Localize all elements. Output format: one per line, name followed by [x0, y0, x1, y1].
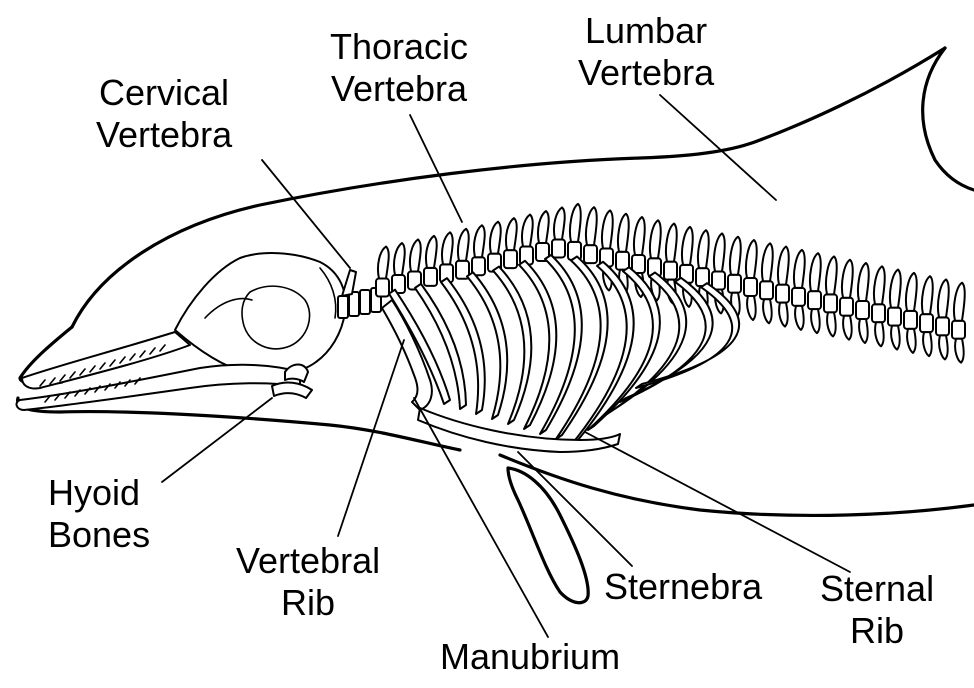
lumbar-leader: [660, 95, 776, 200]
vertebra: [440, 232, 453, 282]
vertebra: [584, 207, 597, 263]
hyoid-label-line2: Bones: [48, 514, 150, 556]
vertebral-rib-leader: [338, 340, 404, 536]
vertebra: [888, 270, 901, 350]
vertebra: [744, 240, 757, 320]
hyoid-label-line1: Hyoid: [48, 472, 150, 514]
sternal-rib-label: Sternal Rib: [820, 568, 934, 652]
thoracic-vertebra-label: Thoracic Vertebra: [330, 26, 468, 110]
sternal-rib-label-line2: Rib: [820, 610, 934, 652]
sternal-rib-leader: [585, 432, 850, 572]
lumbar-label-line1: Lumbar: [578, 10, 714, 52]
vertebra: [472, 225, 485, 275]
vertebral-rib-label-line1: Vertebral: [236, 540, 380, 582]
spine: [376, 204, 965, 363]
vertebra: [840, 260, 853, 340]
vertebra: [824, 256, 837, 336]
vertebra: [776, 247, 789, 327]
cervical-vertebra-label: Cervical Vertebra: [96, 72, 232, 156]
vertebra: [520, 215, 533, 265]
vertebral-rib-label-line2: Rib: [236, 582, 380, 624]
vertebra: [408, 239, 421, 289]
manubrium-label: Manubrium: [440, 636, 620, 678]
lumbar-vertebra-label: Lumbar Vertebra: [578, 10, 714, 94]
thoracic-label-line1: Thoracic: [330, 26, 468, 68]
vertebra: [536, 211, 549, 261]
vertebra: [760, 243, 773, 323]
cranium: [175, 253, 346, 375]
vertebra: [392, 243, 405, 293]
vertebra: [856, 263, 869, 343]
hyoid-leader: [162, 398, 272, 482]
vertebra: [872, 266, 885, 346]
vertebra: [808, 253, 821, 333]
vertebra: [488, 222, 501, 272]
hyoid-bones-label: Hyoid Bones: [48, 472, 150, 556]
vertebra: [920, 276, 933, 356]
vertebra: [504, 218, 517, 268]
vertebra: [424, 236, 437, 286]
vertebra: [552, 207, 565, 257]
vertebra: [904, 273, 917, 353]
sternal-rib-label-line1: Sternal: [820, 568, 934, 610]
cervical-vertebrae: [338, 270, 381, 318]
vertebra: [936, 279, 949, 359]
vertebral-rib-label: Vertebral Rib: [236, 540, 380, 624]
cervical-label-line1: Cervical: [96, 72, 232, 114]
cervical-leader: [262, 160, 350, 268]
thoracic-leader: [410, 115, 462, 222]
manubrium-label-line1: Manubrium: [440, 636, 620, 678]
cervical-label-line2: Vertebra: [96, 114, 232, 156]
lumbar-label-line2: Vertebra: [578, 52, 714, 94]
belly-outline: [500, 455, 974, 515]
sternebra-label: Sternebra: [604, 566, 762, 608]
vertebra: [376, 247, 389, 297]
vertebra: [952, 283, 965, 363]
vertebra: [568, 204, 581, 260]
thoracic-label-line2: Vertebra: [330, 68, 468, 110]
dorsal-fin-trailing-edge: [923, 48, 974, 190]
vertebra: [792, 250, 805, 330]
hyoid-bones-shape: [272, 383, 312, 398]
sternebra-label-line1: Sternebra: [604, 566, 762, 608]
vertebra: [456, 229, 469, 279]
pectoral-fin: [508, 468, 588, 603]
